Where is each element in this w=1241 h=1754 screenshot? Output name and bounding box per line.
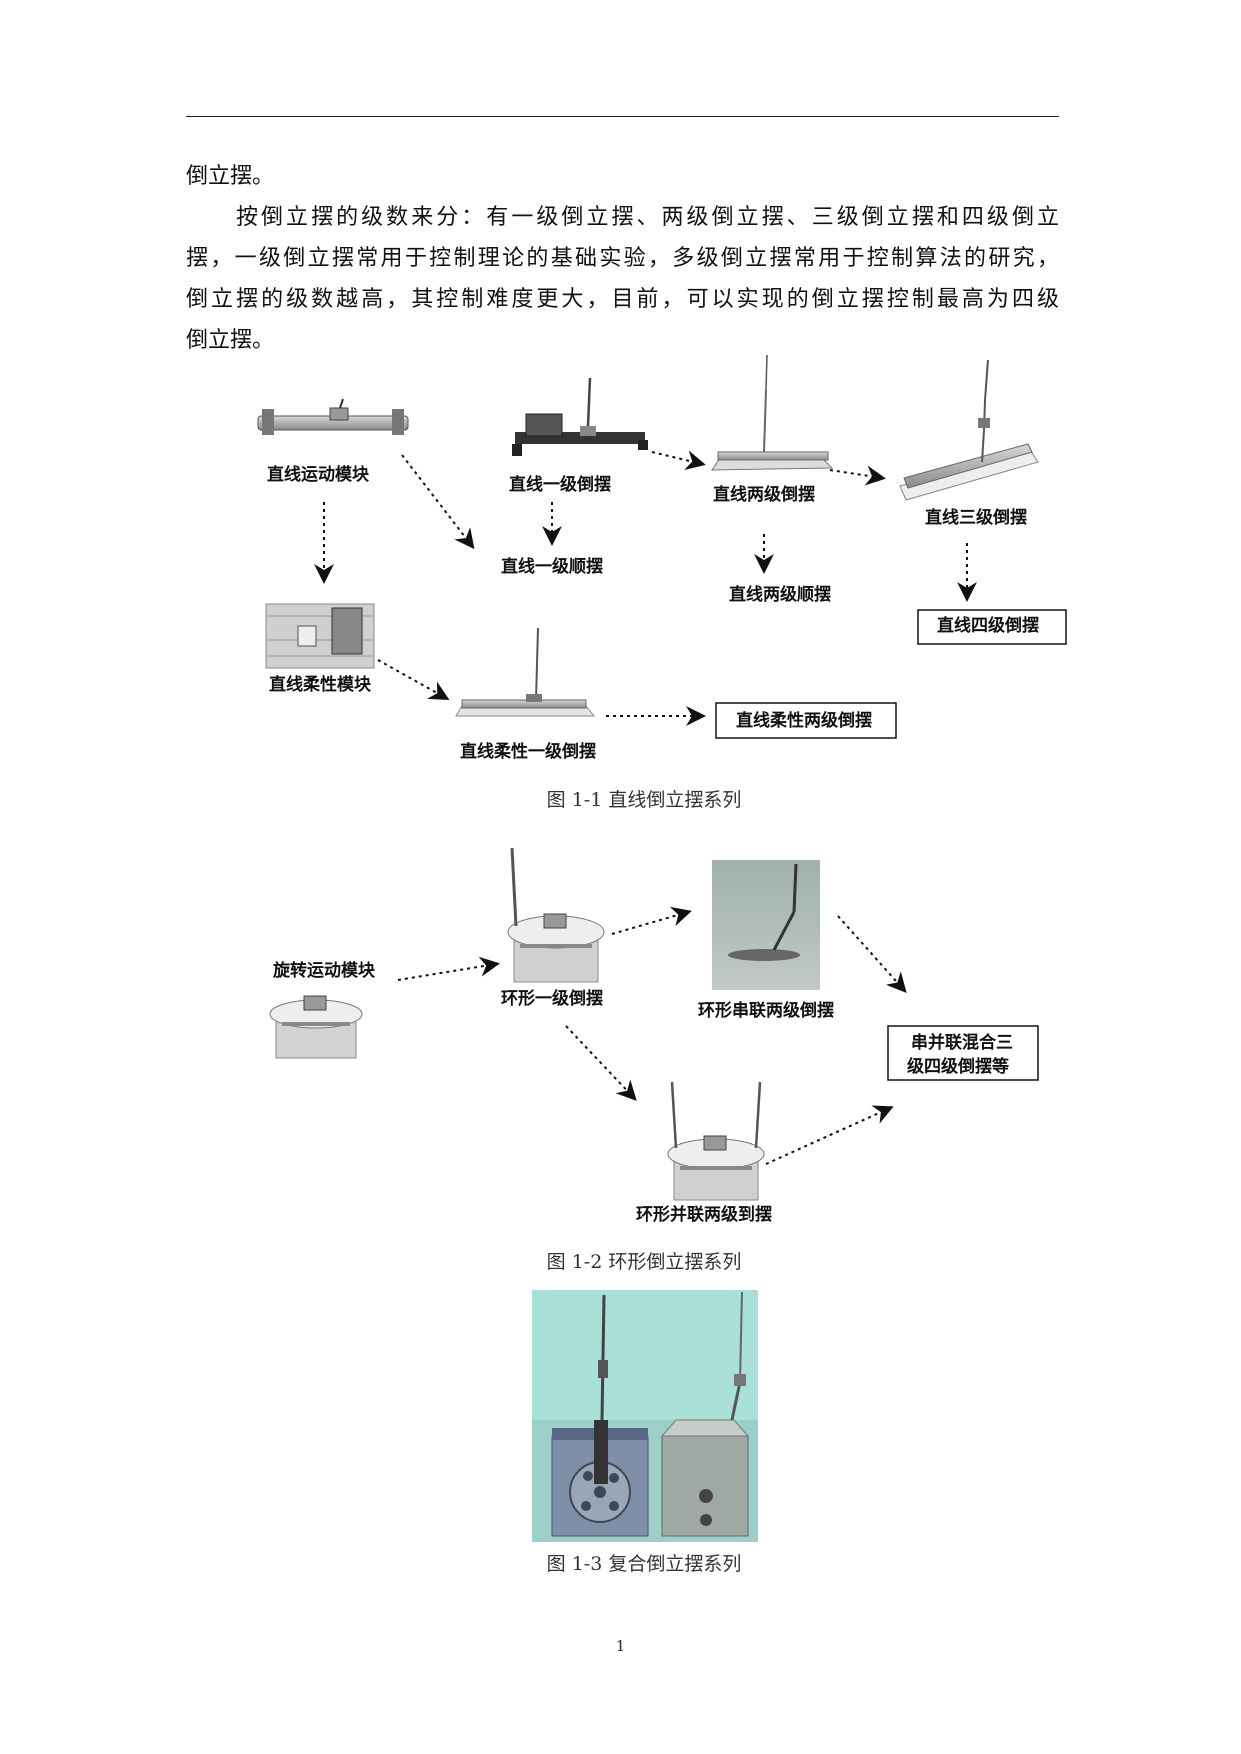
rot-module-image xyxy=(269,995,363,1059)
figure-2-arrows xyxy=(397,906,907,1165)
label-mixed-line-2: 级四级倒摆等 xyxy=(907,1056,1009,1077)
box-flex-double xyxy=(715,702,897,739)
body-line-1: 倒立摆。 xyxy=(186,164,275,189)
box-mixed xyxy=(887,1025,1039,1081)
linear-single-image xyxy=(512,377,648,456)
label-linear-double-shun: 直线两级顺摆 xyxy=(729,584,831,605)
label-linear-double: 直线两级倒摆 xyxy=(713,484,815,505)
label-flex-module: 直线柔性模块 xyxy=(269,674,372,695)
label-linear-single-shun: 直线一级顺摆 xyxy=(501,556,603,577)
label-linear-module: 直线运动模块 xyxy=(267,464,370,485)
label-ring-parallel: 环形并联两级到摆 xyxy=(636,1204,772,1225)
figure-1-2-caption: 图 1-2 环形倒立摆系列 xyxy=(547,1251,742,1273)
figure-1-2: 旋转运动模块 环形一级倒摆 环形串联两级倒摆 环形并联两级到摆 串并联混合三 级… xyxy=(269,847,1039,1273)
header-rule xyxy=(186,116,1059,117)
figure-1-3: 图 1-3 复合倒立摆系列 xyxy=(532,1290,758,1575)
flex-module-image xyxy=(265,603,375,669)
label-linear-quad: 直线四级倒摆 xyxy=(937,615,1039,636)
ring-parallel-image xyxy=(667,1081,765,1201)
linear-triple-image xyxy=(899,359,1039,501)
linear-module-image xyxy=(257,398,409,435)
ring-serial-image xyxy=(712,860,820,990)
label-flex-double: 直线柔性两级倒摆 xyxy=(736,710,872,731)
box-linear-quad xyxy=(917,609,1067,645)
figure-1-1: 直线运动模块 直线一级倒摆 直线两级倒摆 直线三级倒摆 直线一级顺摆 直线两级顺… xyxy=(257,354,1067,811)
compound-pendulum-photo xyxy=(532,1290,758,1542)
label-mixed-line-1: 串并联混合三 xyxy=(911,1032,1013,1053)
label-flex-single: 直线柔性一级倒摆 xyxy=(460,741,596,762)
figure-1-1-caption: 图 1-1 直线倒立摆系列 xyxy=(547,789,742,811)
label-linear-single: 直线一级倒摆 xyxy=(509,474,611,495)
label-linear-triple: 直线三级倒摆 xyxy=(925,507,1027,528)
body-line-3: 摆，一级倒立摆常用于控制理论的基础实验，多级倒立摆常用于控制算法的研究， xyxy=(186,246,1059,271)
page-number: 1 xyxy=(615,1637,626,1655)
body-line-5: 倒立摆。 xyxy=(186,328,275,353)
figure-1-arrows xyxy=(314,450,977,726)
label-ring-single: 环形一级倒摆 xyxy=(501,988,603,1009)
label-ring-serial: 环形串联两级倒摆 xyxy=(698,1000,834,1021)
body-line-4: 倒立摆的级数越高，其控制难度更大，目前，可以实现的倒立摆控制最高为四级 xyxy=(186,287,1059,312)
ring-single-image xyxy=(507,847,605,983)
figure-1-3-caption: 图 1-3 复合倒立摆系列 xyxy=(547,1553,742,1575)
body-line-2: 按倒立摆的级数来分：有一级倒立摆、两级倒立摆、三级倒立摆和四级倒立 xyxy=(236,205,1059,230)
label-rot-module: 旋转运动模块 xyxy=(272,960,376,981)
linear-double-image xyxy=(711,354,834,471)
flex-single-image xyxy=(455,627,596,717)
